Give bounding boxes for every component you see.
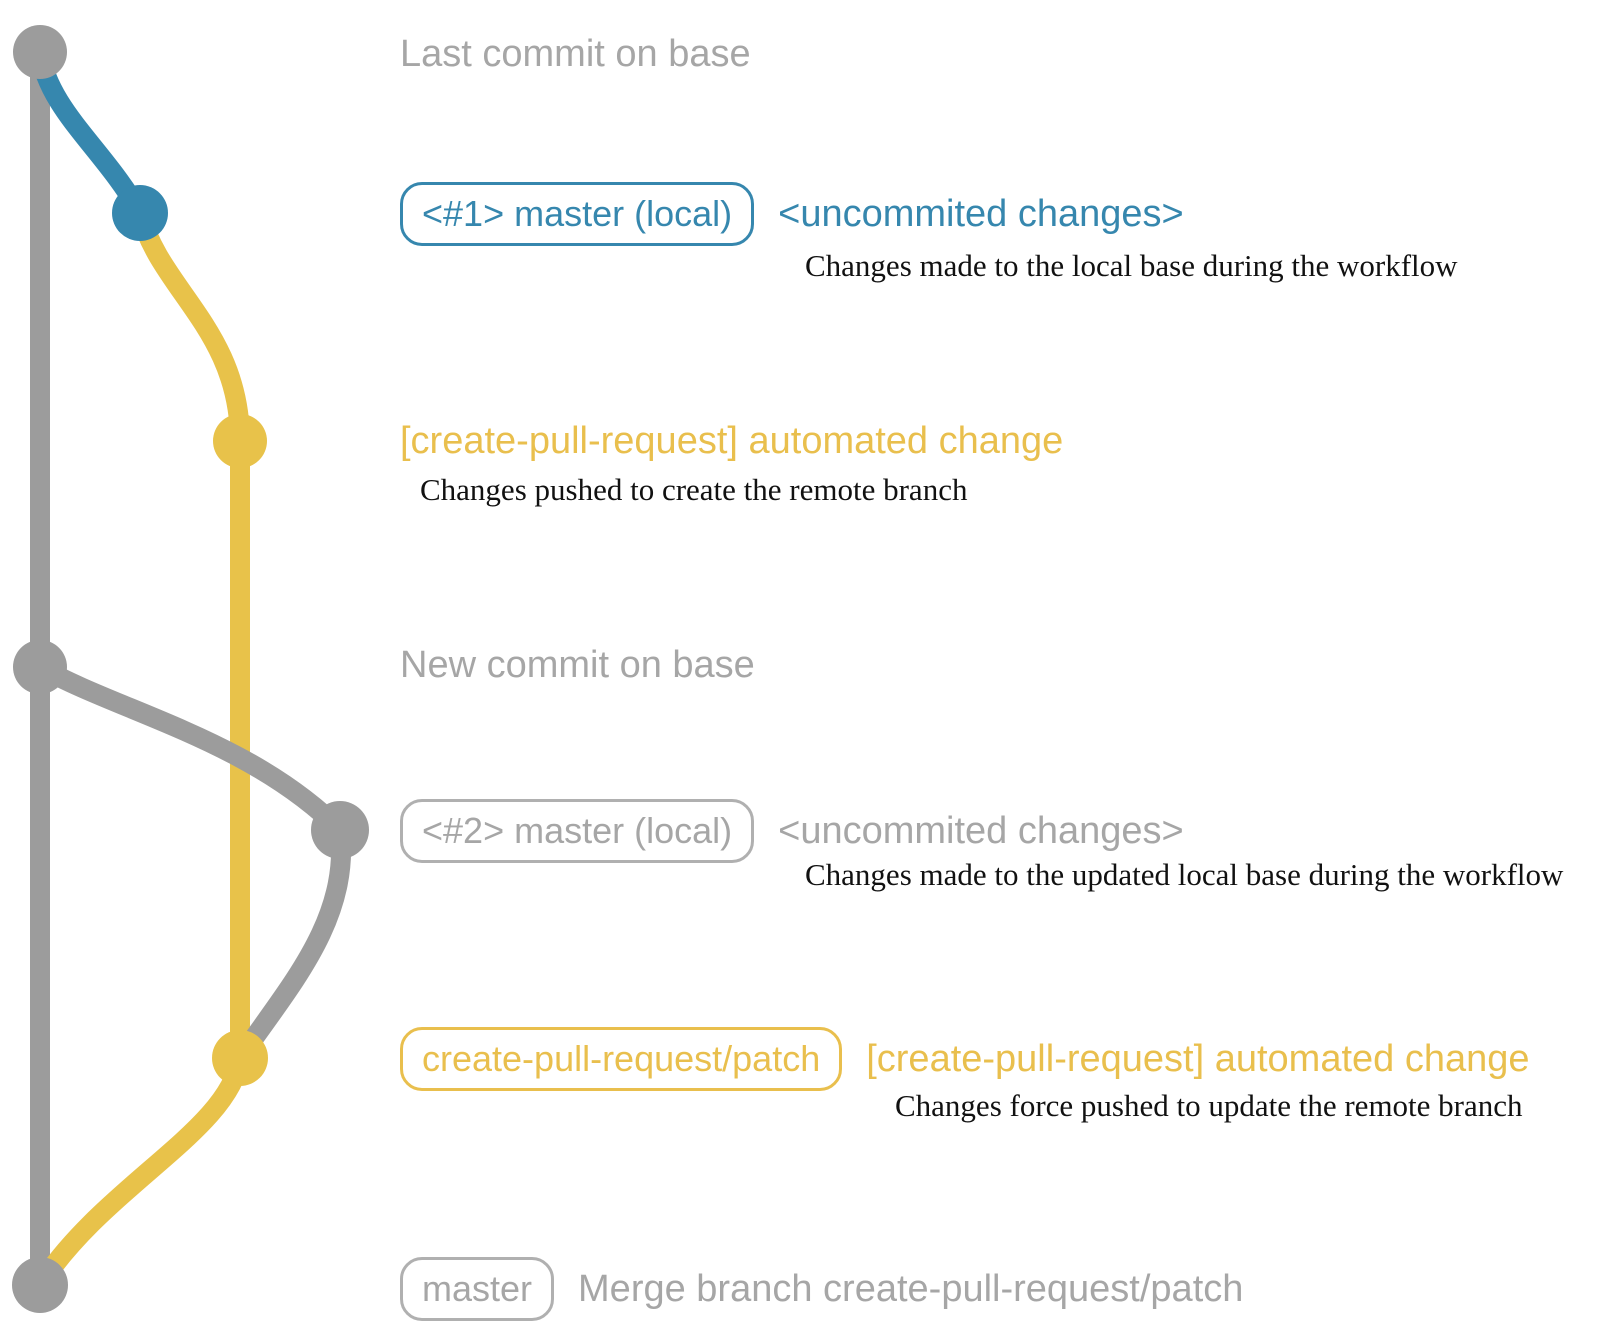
commit-dot-base-2: [13, 640, 67, 694]
branch-badge-create-pull-request-patch: create-pull-request/patch: [400, 1027, 843, 1091]
patch-branch-curve: [130, 210, 250, 442]
commit-dot-local-1: [112, 185, 168, 241]
note-uncommited-changes-2: <uncommited changes>: [778, 810, 1184, 852]
commit-graph: [12, 25, 369, 1313]
commit-dot-local-2: [311, 801, 369, 859]
commit-dot-merge: [12, 1257, 68, 1313]
row-local-commit-1: <#1> master (local) <uncommited changes>: [400, 182, 1184, 246]
patch-merge-curve: [31, 1056, 250, 1291]
note-merge-branch: Merge branch create-pull-request/patch: [578, 1268, 1244, 1310]
description-push-create-branch: Changes pushed to create the remote bran…: [420, 472, 968, 507]
commit-label-last-commit-on-base: Last commit on base: [400, 33, 751, 75]
branch-badge-master-local-2: <#2> master (local): [400, 799, 755, 863]
commit-dot-base-1: [13, 25, 67, 79]
note-uncommited-changes-1: <uncommited changes>: [778, 193, 1184, 235]
commit-label-automated-change-1: [create-pull-request] automated change: [400, 420, 1064, 462]
local2-branch-in-curve: [231, 828, 352, 1064]
description-local-changes-1: Changes made to the local base during th…: [805, 248, 1458, 283]
row-merge-commit: master Merge branch create-pull-request/…: [400, 1257, 1243, 1321]
local2-branch-out-curve: [35, 658, 348, 838]
commit-dot-patch-2: [212, 1030, 268, 1086]
local-branch-curve: [30, 50, 149, 218]
commit-label-new-commit-on-base: New commit on base: [400, 644, 755, 686]
row-patch-commit-2: create-pull-request/patch [create-pull-r…: [400, 1027, 1530, 1091]
branch-badge-master-local-1: <#1> master (local): [400, 182, 755, 246]
branch-badge-master: master: [400, 1257, 555, 1321]
description-local-changes-2: Changes made to the updated local base d…: [805, 857, 1564, 892]
description-force-push-update-branch: Changes force pushed to update the remot…: [895, 1088, 1523, 1123]
note-automated-change-2: [create-pull-request] automated change: [866, 1038, 1530, 1080]
commit-dot-patch-1: [213, 414, 267, 468]
row-local-commit-2: <#2> master (local) <uncommited changes>: [400, 799, 1184, 863]
